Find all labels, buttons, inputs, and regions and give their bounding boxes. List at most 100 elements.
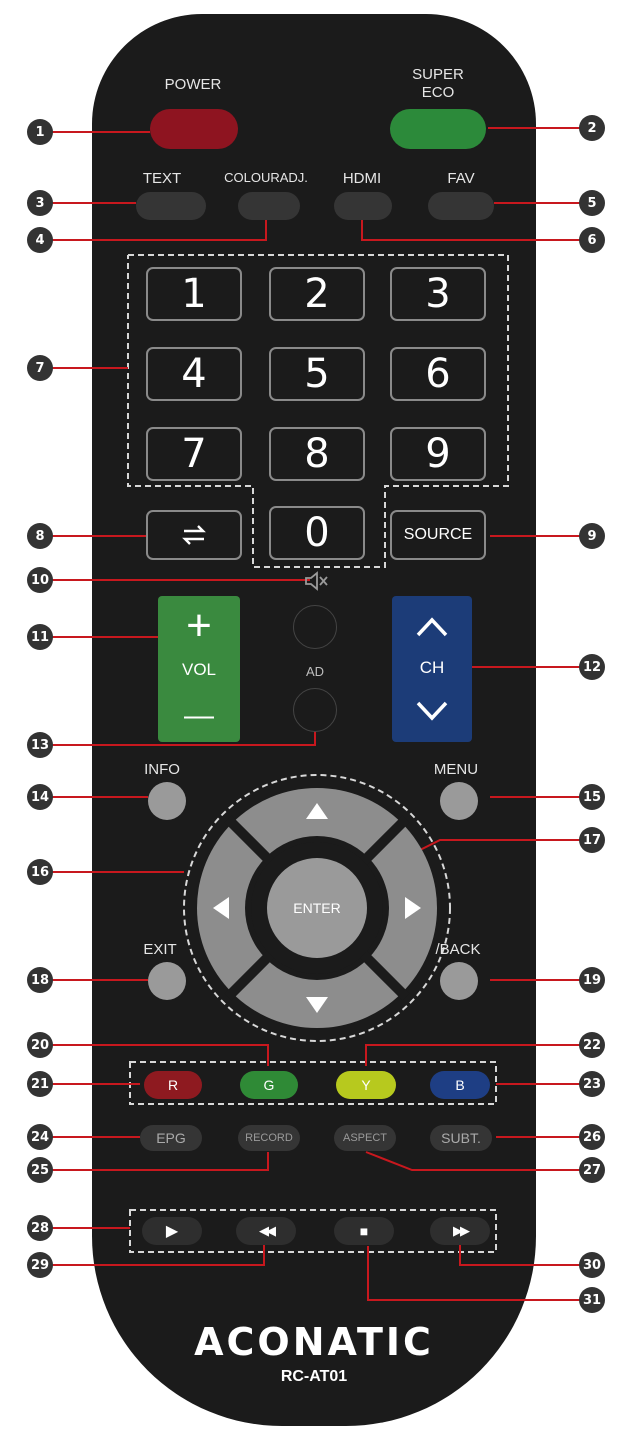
callout-15: 15 — [579, 784, 605, 810]
menu-label: MENU — [433, 761, 479, 778]
callout-16: 16 — [27, 859, 53, 885]
super-eco-button[interactable] — [390, 109, 486, 149]
callout-31: 31 — [579, 1287, 605, 1313]
callout-2: 2 — [579, 115, 605, 141]
channel-label: CH — [419, 658, 445, 677]
hdmi-label: HDMI — [342, 170, 382, 187]
recall-button[interactable] — [146, 510, 242, 560]
callout-3: 3 — [27, 190, 53, 216]
fav-label: FAV — [447, 170, 475, 187]
dpad-left-button[interactable] — [198, 868, 244, 948]
volume-rocker: + VOL — — [158, 596, 240, 742]
callout-1: 1 — [27, 119, 53, 145]
number-9-button[interactable]: 9 — [390, 427, 486, 481]
number-8-button[interactable]: 8 — [269, 427, 365, 481]
chevron-up-icon — [416, 617, 448, 637]
callout-27: 27 — [579, 1157, 605, 1183]
back-button[interactable] — [440, 962, 478, 1000]
callout-12: 12 — [579, 654, 605, 680]
enter-button[interactable]: ENTER — [267, 858, 367, 958]
yellow-button[interactable]: Y — [336, 1071, 396, 1099]
red-button[interactable]: R — [144, 1071, 202, 1099]
callout-23: 23 — [579, 1071, 605, 1097]
callout-22: 22 — [579, 1032, 605, 1058]
callout-25: 25 — [27, 1157, 53, 1183]
hdmi-button[interactable] — [334, 192, 392, 220]
callout-20: 20 — [27, 1032, 53, 1058]
fast-forward-button[interactable]: ▶▶ — [430, 1217, 490, 1245]
exit-label: EXIT — [143, 941, 177, 958]
mute-icon — [303, 570, 329, 597]
callout-30: 30 — [579, 1252, 605, 1278]
callout-5: 5 — [579, 190, 605, 216]
volume-down-button[interactable]: — — [184, 699, 214, 732]
callout-21: 21 — [27, 1071, 53, 1097]
dashed-outlines — [127, 254, 509, 1253]
arrow-right-icon — [405, 897, 421, 919]
text-button[interactable] — [136, 192, 206, 220]
source-button[interactable]: SOURCE — [390, 510, 486, 560]
colour-adj-button[interactable] — [238, 192, 300, 220]
power-button[interactable] — [150, 109, 238, 149]
volume-up-button[interactable]: + — [186, 601, 212, 650]
channel-rocker: CH — [392, 596, 472, 742]
callout-10: 10 — [27, 567, 53, 593]
stop-button[interactable]: ■ — [334, 1217, 394, 1245]
number-pad-outline — [127, 254, 509, 568]
arrow-down-icon — [306, 997, 328, 1013]
channel-up-button[interactable] — [392, 604, 472, 650]
dpad-outline — [183, 774, 451, 1042]
info-label: INFO — [144, 761, 180, 778]
callout-14: 14 — [27, 784, 53, 810]
fav-button[interactable] — [428, 192, 494, 220]
menu-button[interactable] — [440, 782, 478, 820]
dpad-right-button[interactable] — [390, 868, 436, 948]
number-4-button[interactable]: 4 — [146, 347, 242, 401]
number-5-button[interactable]: 5 — [269, 347, 365, 401]
exit-button[interactable] — [148, 962, 186, 1000]
number-2-button[interactable]: 2 — [269, 267, 365, 321]
blue-button[interactable]: B — [430, 1071, 490, 1099]
callout-7: 7 — [27, 355, 53, 381]
info-button[interactable] — [148, 782, 186, 820]
model-number: RC-AT01 — [280, 1368, 348, 1385]
green-button[interactable]: G — [240, 1071, 298, 1099]
volume-label: VOL — [181, 660, 217, 679]
callout-9: 9 — [579, 523, 605, 549]
callout-29: 29 — [27, 1252, 53, 1278]
record-button[interactable]: RECORD — [238, 1125, 300, 1151]
callout-24: 24 — [27, 1124, 53, 1150]
epg-button[interactable]: EPG — [140, 1125, 202, 1151]
callout-4: 4 — [27, 227, 53, 253]
callout-26: 26 — [579, 1124, 605, 1150]
playback-keys-outline — [129, 1209, 497, 1253]
callout-19: 19 — [579, 967, 605, 993]
mute-button[interactable] — [293, 605, 337, 649]
callout-11: 11 — [27, 624, 53, 650]
aspect-button[interactable]: ASPECT — [334, 1125, 396, 1151]
number-0-button[interactable]: 0 — [269, 506, 365, 560]
callout-6: 6 — [579, 227, 605, 253]
dpad-up-button[interactable] — [277, 788, 357, 834]
number-6-button[interactable]: 6 — [390, 347, 486, 401]
callout-18: 18 — [27, 967, 53, 993]
leader-lines — [52, 127, 580, 1301]
callout-17: 17 — [579, 827, 605, 853]
rewind-button[interactable]: ◀◀ — [236, 1217, 296, 1245]
arrow-up-icon — [306, 803, 328, 819]
number-3-button[interactable]: 3 — [390, 267, 486, 321]
brand-logo: ACONATIC — [194, 1320, 434, 1364]
channel-down-button[interactable] — [392, 688, 472, 734]
number-7-button[interactable]: 7 — [146, 427, 242, 481]
callout-8: 8 — [27, 523, 53, 549]
callout-28: 28 — [27, 1215, 53, 1241]
colour-adj-label: COLOURADJ. — [224, 170, 308, 185]
callout-13: 13 — [27, 732, 53, 758]
subtitle-button[interactable]: SUBT. — [430, 1125, 492, 1151]
play-button[interactable]: ▶ — [142, 1217, 202, 1245]
chevron-down-icon — [416, 701, 448, 721]
back-label: /BACK — [435, 941, 481, 958]
number-1-button[interactable]: 1 — [146, 267, 242, 321]
dpad-down-button[interactable] — [277, 982, 357, 1028]
ad-button[interactable] — [293, 688, 337, 732]
